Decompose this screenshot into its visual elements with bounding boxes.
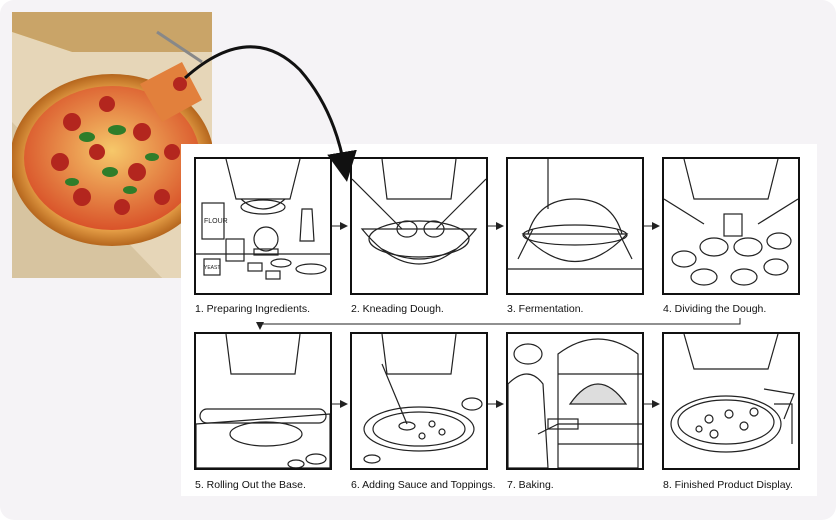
step-4-illustration [662,157,800,295]
flour-label: FLOUR [204,218,228,225]
step-7-caption: 7. Baking. [507,479,554,491]
step-3-caption: 3. Fermentation. [507,303,584,315]
step-7-illustration [506,332,644,470]
step-8-illustration [662,332,800,470]
step-5-caption: 5. Rolling Out the Base. [195,479,306,491]
step-2-caption: 2. Kneading Dough. [351,303,444,315]
step-4-caption: 4. Dividing the Dough. [663,303,767,315]
step-1-illustration: FLOUR YEAST [194,157,332,295]
step-1-caption: 1. Preparing Ingredients. [195,303,310,315]
pizza-photo [12,12,212,278]
step-5-illustration [194,332,332,470]
yeast-label: YEAST [204,265,220,271]
step-3-illustration [506,157,644,295]
step-2-illustration [350,157,488,295]
step-8-caption: 8. Finished Product Display. [663,479,793,491]
step-6-caption: 6. Adding Sauce and Toppings. [351,479,496,491]
step-6-illustration [350,332,488,470]
